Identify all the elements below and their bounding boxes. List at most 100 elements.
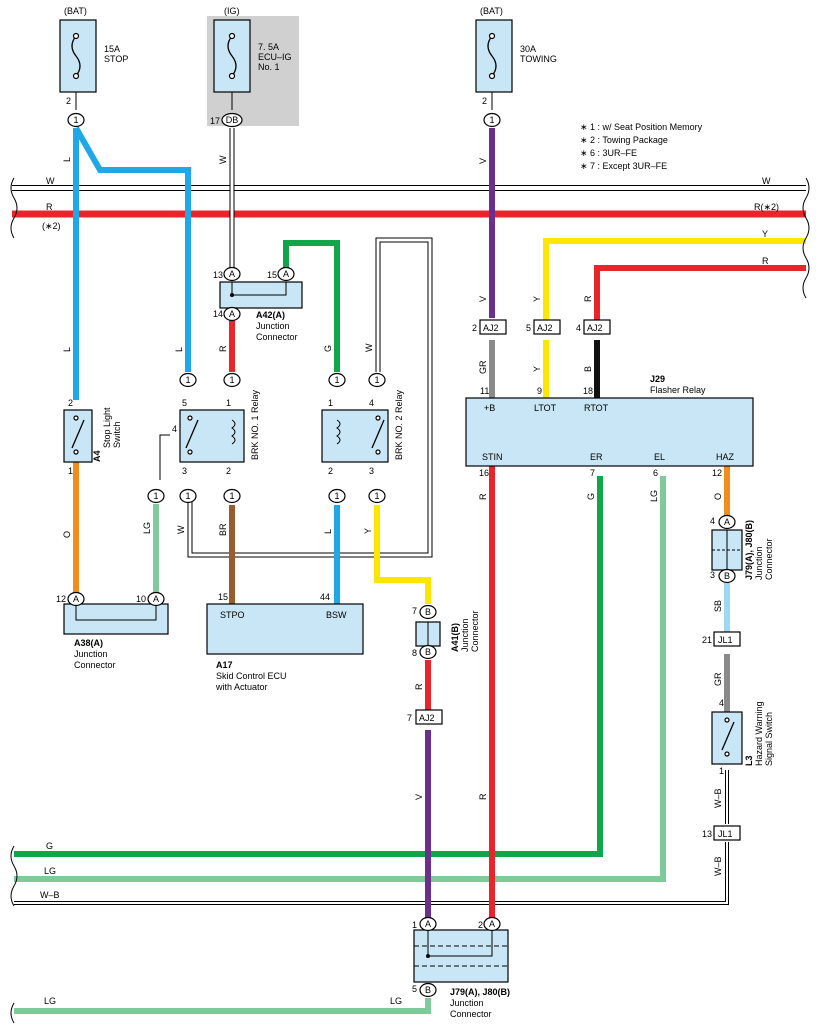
wire-label-wb-l3b: W–B bbox=[713, 856, 723, 876]
jl1-tag-1: JL1 bbox=[718, 635, 733, 645]
a4-name2: Switch bbox=[112, 421, 122, 448]
pin-l3-1: 1 bbox=[719, 766, 724, 776]
fuse-tow-pin: 2 bbox=[482, 96, 487, 106]
j79-right-name2: Connector bbox=[764, 538, 774, 580]
pin-aj2-5: 5 bbox=[526, 323, 531, 333]
conn-a42-15: A bbox=[277, 266, 295, 282]
wire-label-r-a41: R bbox=[414, 683, 424, 690]
conn-j79r-4-label: A bbox=[724, 517, 730, 527]
wire-label-sb: SB bbox=[713, 600, 723, 612]
a38-code: A38(A) bbox=[74, 638, 103, 648]
wire-label-v-aj2: V bbox=[414, 794, 424, 800]
bus-lg-bottom-label2: LG bbox=[390, 996, 402, 1006]
conn-relay-4-label: 1 bbox=[153, 491, 158, 501]
brk1-name: BRK NO. 1 Relay bbox=[250, 389, 260, 460]
conn-a42-13: A bbox=[223, 266, 241, 282]
pin-j79r-4: 4 bbox=[710, 516, 715, 526]
note-4: ∗ 7 : Except 3UR–FE bbox=[580, 161, 667, 171]
conn-j79b-2-label: A bbox=[489, 919, 495, 929]
wire-label-w-relay1: W bbox=[176, 525, 186, 534]
pin-a17-44: 44 bbox=[320, 592, 330, 602]
pin-a41-7: 7 bbox=[412, 606, 417, 616]
j79-bottom-name2: Connector bbox=[450, 1009, 492, 1019]
wire-label-g-a42: G bbox=[323, 345, 333, 352]
j29-flasher-relay bbox=[465, 397, 754, 467]
conn-relay-0-label: 1 bbox=[185, 375, 190, 385]
l3-code: L3 bbox=[744, 755, 754, 766]
a17-stpo: STPO bbox=[220, 610, 245, 620]
pin-brk1-1: 1 bbox=[226, 398, 231, 408]
wire-label-y-aj2: Y bbox=[532, 296, 542, 302]
bus-r-left-note: (∗2) bbox=[42, 221, 61, 231]
l3-hazard-switch bbox=[711, 711, 743, 765]
pin-a4-2: 2 bbox=[68, 398, 73, 408]
brk2-name: BRK NO. 2 Relay bbox=[394, 389, 404, 460]
bus-lg bbox=[14, 476, 666, 882]
aj2-tag-3: AJ2 bbox=[587, 323, 603, 333]
j79-bottom-junction bbox=[413, 929, 509, 983]
bus-y bbox=[543, 238, 806, 326]
conn-a42-13-label: A bbox=[229, 269, 235, 279]
conn-relay-1: 1 bbox=[223, 372, 241, 388]
conn-relay-5-label: 1 bbox=[185, 491, 190, 501]
conn-relay-3-label: 1 bbox=[374, 375, 379, 385]
pin-a17-15: 15 bbox=[218, 592, 228, 602]
a17-name2: with Actuator bbox=[215, 682, 268, 692]
wire-label-o-a4: O bbox=[62, 531, 72, 538]
fuse-tow-source: (BAT) bbox=[480, 6, 503, 16]
bus-wb-label: W–B bbox=[40, 890, 60, 900]
wire-label-g-er: G bbox=[586, 493, 596, 500]
conn-relay-7: 1 bbox=[328, 488, 346, 504]
bus-r2-label: R bbox=[762, 256, 769, 266]
aj2-tag-4: AJ2 bbox=[419, 713, 435, 723]
a38-name2: Connector bbox=[74, 660, 116, 670]
conn-a38-10: A bbox=[147, 591, 165, 607]
fuse-ig-pin: 17 bbox=[210, 116, 220, 126]
pin-j29-16: 16 bbox=[479, 468, 489, 478]
conn-relay-8: 1 bbox=[368, 488, 386, 504]
pin-brk2-1: 1 bbox=[328, 398, 333, 408]
conn-relay-6-label: 1 bbox=[229, 491, 234, 501]
conn-relay-4: 1 bbox=[147, 488, 165, 504]
j79-right-name1: Junction bbox=[754, 546, 764, 580]
aj2-tag-2: AJ2 bbox=[537, 323, 553, 333]
pin-j79b-5: 5 bbox=[412, 984, 417, 994]
bus-break-marks bbox=[10, 177, 810, 1024]
a42-name1: Junction bbox=[256, 321, 290, 331]
a17-name1: Skid Control ECU bbox=[216, 671, 287, 681]
conn-j79b-2: A bbox=[483, 916, 501, 932]
wire-label-r-stin: R bbox=[478, 493, 488, 500]
a4-stop-light-switch bbox=[63, 409, 93, 463]
wire-y-relay2 bbox=[374, 505, 431, 604]
pin-l3-4: 4 bbox=[719, 698, 724, 708]
wire-label-y-relay2: Y bbox=[363, 528, 373, 534]
fuse-ig-name: ECU–IG bbox=[258, 52, 292, 62]
fuse-ig-no: No. 1 bbox=[258, 62, 280, 72]
conn-a38-12-label: A bbox=[73, 594, 79, 604]
a17-code: A17 bbox=[216, 660, 233, 670]
bus-w-right-label: W bbox=[762, 176, 771, 186]
bus-r-left-label: R bbox=[46, 202, 53, 212]
bus-g-label: G bbox=[46, 841, 53, 851]
fuse-tow-name: TOWING bbox=[520, 54, 557, 64]
bus-r2 bbox=[594, 265, 806, 326]
j29-pin-stin: STIN bbox=[482, 452, 503, 462]
a41-name2: Connector bbox=[470, 610, 480, 652]
conn-a41-8: B bbox=[419, 644, 437, 660]
j29-pin-er: ER bbox=[590, 452, 603, 462]
note-2: ∗ 2 : Towing Package bbox=[580, 135, 668, 145]
l3-name2: Signal Switch bbox=[764, 712, 774, 766]
a41-junction bbox=[415, 621, 441, 647]
fuse-towing bbox=[475, 19, 513, 110]
pin-j29-7: 7 bbox=[590, 468, 595, 478]
conn-stop-1: 1 bbox=[67, 112, 85, 128]
conn-tow-1-label: 1 bbox=[489, 115, 494, 125]
conn-relay-7-label: 1 bbox=[334, 491, 339, 501]
fuse-tow-amp: 30A bbox=[520, 44, 536, 54]
wire-label-lg-el: LG bbox=[649, 490, 659, 502]
conn-a38-12: A bbox=[67, 591, 85, 607]
wire-label-v-tow2: V bbox=[478, 296, 488, 302]
a17-skid-control-ecu bbox=[206, 603, 364, 655]
note-3: ∗ 6 : 3UR–FE bbox=[580, 148, 637, 158]
